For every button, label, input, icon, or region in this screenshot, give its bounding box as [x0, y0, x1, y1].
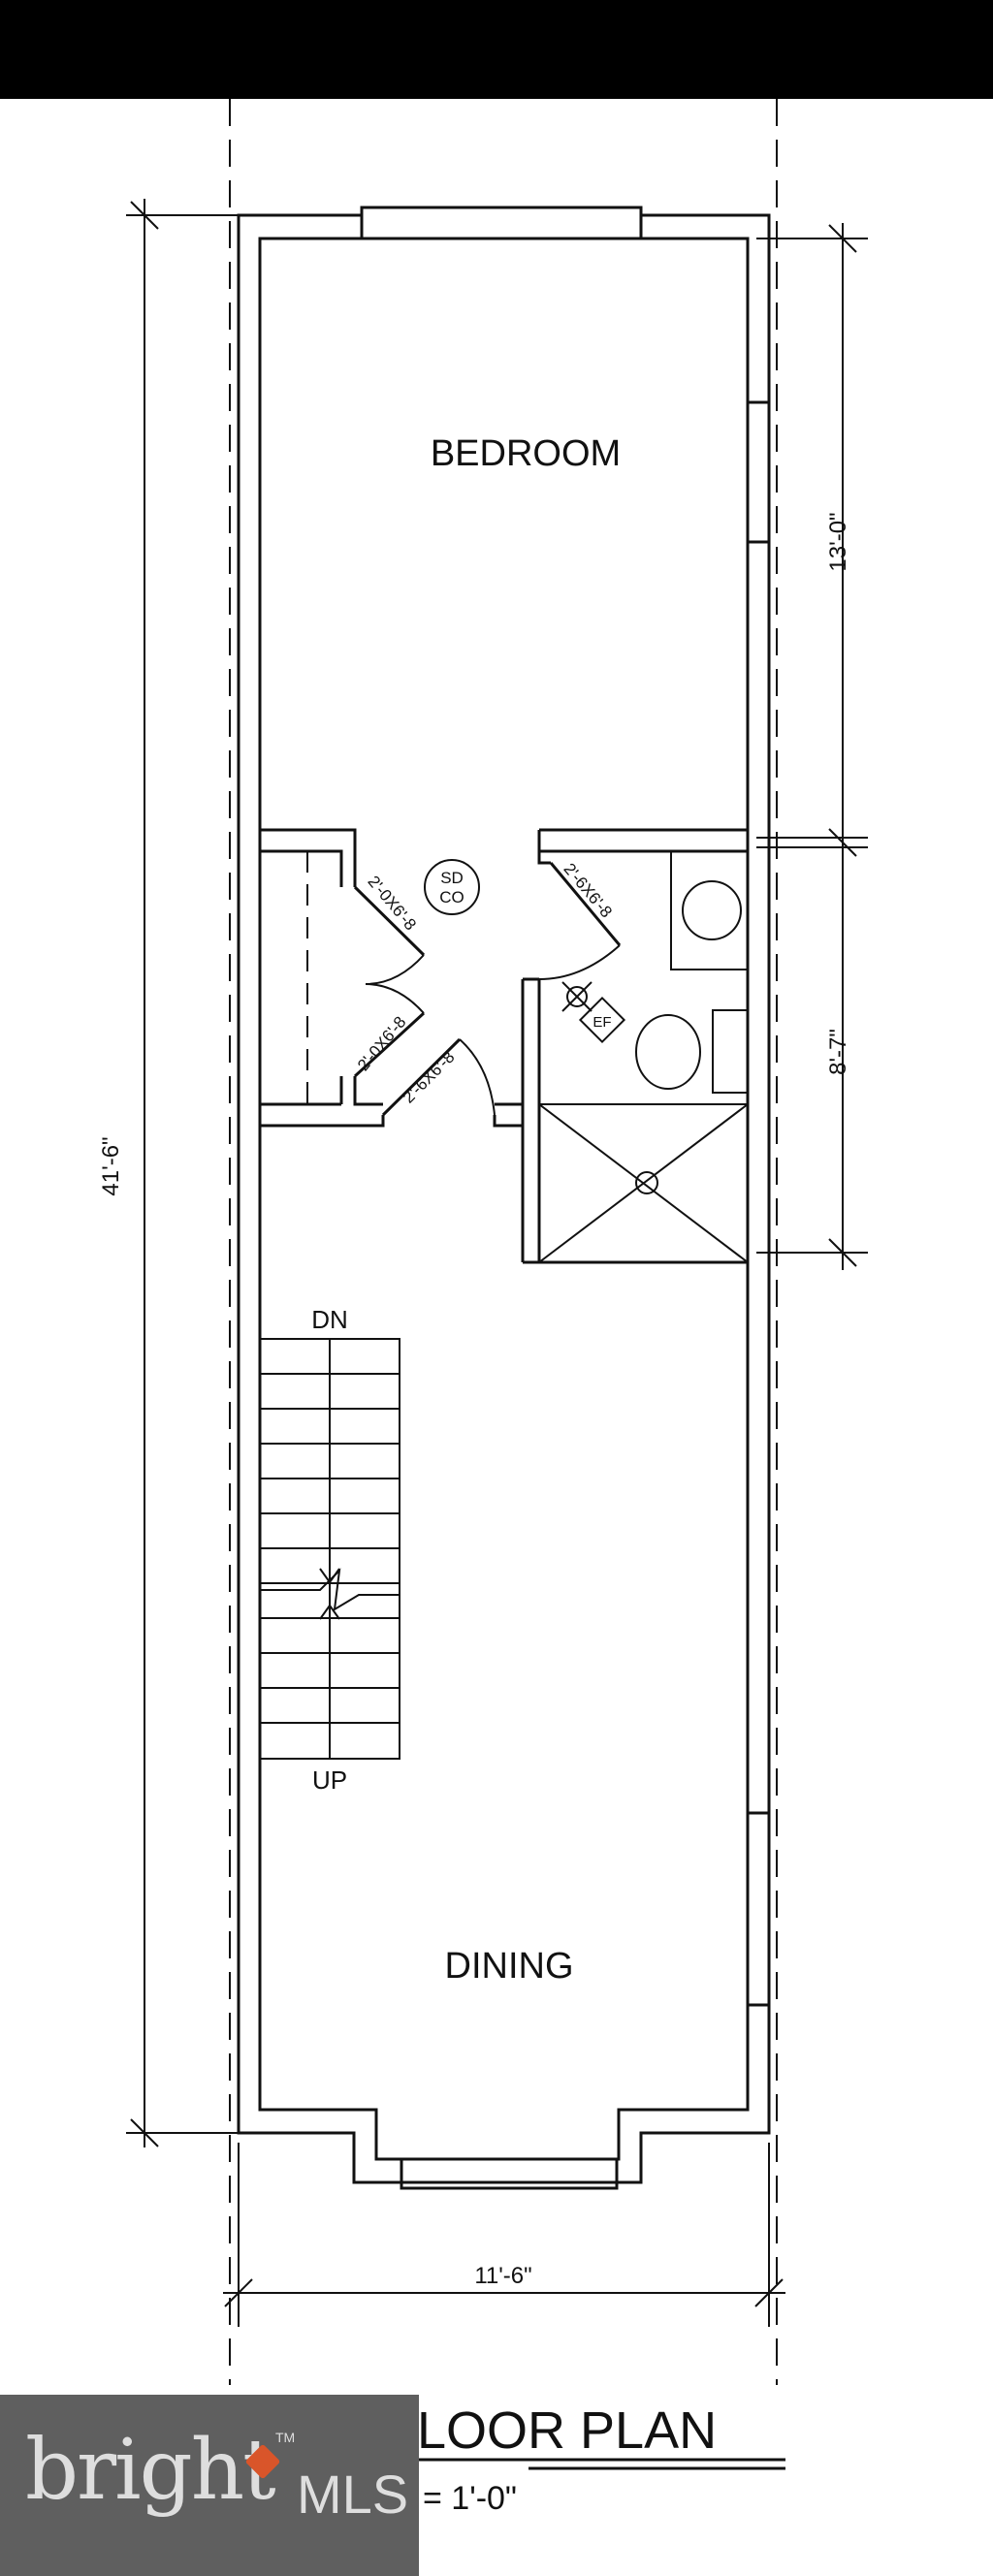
exhaust-fan-symbol: [578, 996, 626, 1044]
sd-label: SD: [440, 869, 464, 887]
ef-label: EF: [593, 1014, 611, 1031]
dimension-bedroom-length: 13'-0": [825, 512, 851, 571]
window-bay: [400, 2157, 619, 2190]
window-bedroom: [746, 400, 771, 544]
room-label-dining: DINING: [445, 1946, 574, 1987]
dimension-bath-length: 8'-7": [825, 1029, 851, 1075]
plan-scale: = 1'-0": [423, 2480, 517, 2517]
stairs: [259, 1338, 400, 1760]
dimension-width: 11'-6": [474, 2263, 531, 2289]
logo-tm: TM: [275, 2430, 296, 2445]
room-label-bedroom: BEDROOM: [431, 433, 621, 474]
plan-title: LOOR PLAN: [417, 2401, 717, 2460]
door-label-bedroom: 2'-6X6'-8: [400, 1048, 459, 1107]
vanity: [670, 850, 749, 970]
sink-icon: [682, 880, 742, 940]
co-label: CO: [439, 888, 464, 906]
door-label-bath: 2'-6X6'-8: [560, 860, 616, 922]
stairs-down-label: DN: [311, 1305, 348, 1334]
drain-icon: [635, 1171, 658, 1194]
stairs-up-label: UP: [312, 1765, 347, 1795]
toilet-icon: [635, 1014, 701, 1090]
interior-walls: [260, 828, 748, 1264]
top-black-bar: [0, 0, 993, 99]
door-label-closet-bottom: 2'-0X6'-8: [354, 1013, 410, 1075]
toilet-tank: [712, 1009, 749, 1094]
exterior-walls: [237, 206, 771, 2190]
bathroom-fixtures: EF: [538, 850, 749, 1263]
shower: [538, 1103, 749, 1263]
fan-icon: [566, 986, 588, 1007]
window-top: [360, 206, 643, 240]
bright-mls-logo: bright TM MLS: [0, 2395, 419, 2576]
window-dining: [746, 1811, 771, 2007]
dimension-overall-length: 41'-6": [98, 1136, 124, 1195]
dimension-lines: [126, 199, 868, 2327]
doors: [353, 862, 622, 1117]
logo-brand: bright: [25, 2422, 276, 2519]
smoke-detector-icon: [424, 859, 480, 915]
logo-suffix: MLS: [297, 2464, 409, 2525]
